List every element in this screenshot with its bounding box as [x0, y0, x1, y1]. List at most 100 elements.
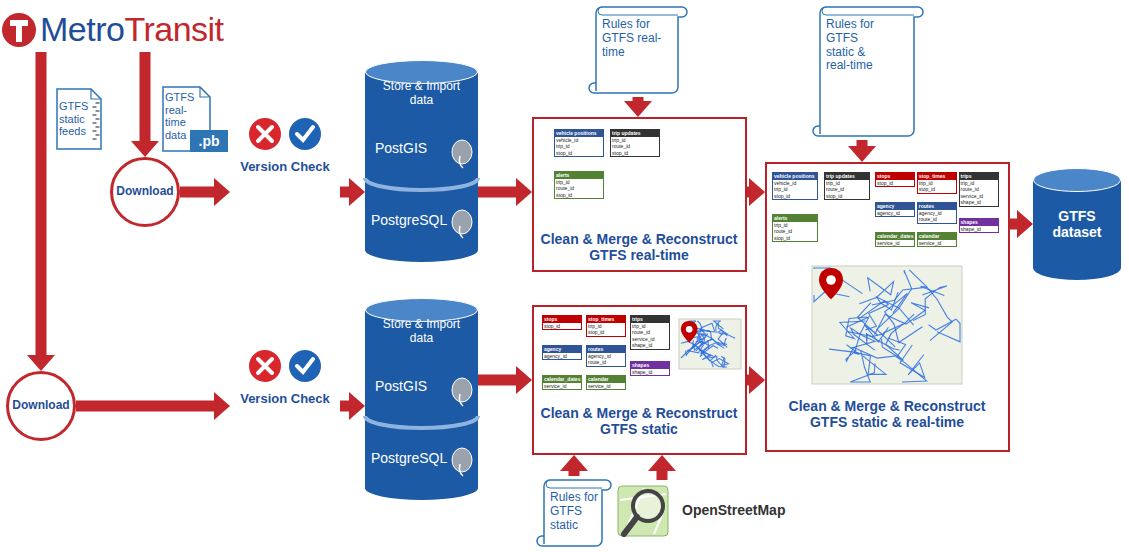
table-field: stop_id [555, 192, 603, 199]
arrow-head [214, 178, 230, 206]
arrow-shaft [747, 375, 751, 386]
node-label: Store & Import data [379, 80, 464, 108]
route-line [716, 324, 728, 335]
check-icons [230, 342, 340, 432]
arrow-shaft [340, 187, 351, 198]
text-slot: Version Check [230, 160, 340, 175]
flow-arrow [76, 392, 230, 420]
location-pin [819, 268, 843, 299]
table-field: service_id [876, 240, 914, 247]
schema-table: agencyagency_id [875, 202, 915, 217]
shape-part [1033, 180, 1121, 280]
schema-table: calendarservice_id [917, 232, 957, 247]
table-field: service_id [587, 383, 625, 390]
node-label: OpenStreetMap [682, 502, 794, 518]
text-slot: Rules for GTFS real-time [602, 18, 666, 59]
table-field: agency_id [918, 210, 956, 217]
reject-icon [248, 117, 282, 151]
schema-table: routesagency_idroute_id [917, 202, 957, 224]
table-field: shape_id [960, 226, 998, 233]
flow-arrow [560, 455, 588, 476]
schema-table: calendar_datesservice_id [875, 232, 915, 247]
table-field: service_id [543, 383, 581, 390]
table-field: stop_id [918, 186, 956, 193]
accept-icon [288, 117, 322, 151]
text-slot: PostgreSQL [371, 212, 451, 228]
flow-arrow [747, 366, 765, 394]
schema-table: trip updatestrip_idroute_idstop_id [610, 129, 660, 157]
reject-icon [258, 127, 272, 141]
text-slot: Store & Import data [379, 318, 464, 346]
arrow-head [560, 455, 588, 471]
flow-arrow [747, 178, 765, 206]
process-title: Clean & Merge & Reconstruct GTFS static [534, 405, 744, 437]
text-slot: Clean & Merge & Reconstruct GTFS static [534, 405, 744, 437]
table-field: service_id [631, 336, 669, 343]
shape-part [819, 268, 843, 299]
table-header: stops [876, 173, 914, 180]
table-field: agency_id [587, 353, 625, 360]
map-ground [679, 319, 741, 369]
schema-table: stopsstop_id [875, 172, 915, 187]
flow-arrow [340, 178, 365, 206]
schema-table: tripstrip_idroute_idservice_idshape_id [959, 172, 999, 207]
table-field: stop_id [543, 323, 581, 330]
schema-table: alertstrip_idroute_idstop_id [772, 214, 818, 242]
table-field: vehicle_id [773, 180, 817, 187]
arrow-shaft [1010, 219, 1019, 230]
table-field: agency_id [543, 353, 581, 360]
zipper-tooth [93, 122, 97, 124]
table-field: service_id [960, 193, 998, 200]
table-field: route_id [825, 186, 869, 193]
database-cylinder: Store & Import dataPostGISPostgreSQL [365, 298, 478, 500]
table-header: trip updates [825, 173, 869, 180]
schema-table: stop_timestrip_idstop_id [917, 172, 957, 194]
shape-part [91, 89, 101, 99]
arrow-head [349, 178, 365, 206]
logo-text: Transit [124, 9, 223, 49]
table-field: trip_id [918, 180, 956, 187]
database-cylinder: Store & Import dataPostGIS PostgreSQL [365, 60, 478, 262]
table-field: trip_id [555, 143, 603, 150]
table-header: routes [918, 203, 956, 210]
text-slot: PostGIS [375, 140, 451, 156]
scroll-curl [546, 480, 602, 488]
arrow-head [27, 355, 55, 371]
arrow-head [516, 366, 532, 394]
node-label: Rules for GTFS static [550, 491, 606, 532]
table-header: trip updates [611, 130, 659, 137]
node-label: PostgreSQL [371, 450, 451, 466]
node-label: PostGIS [375, 140, 451, 156]
arrow-head [749, 178, 765, 206]
text-slot: Clean & Merge & Reconstruct GTFS static … [777, 398, 997, 430]
download-circle: Download [110, 157, 180, 227]
table-header: stop_times [587, 316, 625, 323]
table-field: vehicle_id [555, 137, 603, 144]
table-field: stop_id [587, 329, 625, 336]
flow-arrow [180, 178, 230, 206]
schema-table: calendar_datesservice_id [542, 375, 582, 390]
table-field: trip_id [631, 323, 669, 330]
table-header: vehicle positions [555, 130, 603, 137]
zipper-tooth [93, 138, 97, 140]
zipper-tooth [96, 118, 100, 120]
version-check: Version Check [230, 110, 340, 200]
map-source: OpenStreetMap [614, 480, 796, 542]
scroll-curl [822, 7, 914, 15]
table-header: stops [543, 316, 581, 323]
elephant-icon [452, 140, 472, 164]
section-divider [365, 416, 478, 428]
dataset-cylinder: GTFS dataset [1033, 168, 1121, 280]
table-field: route_id [631, 329, 669, 336]
node-label: PostgreSQL [371, 212, 451, 228]
flow-arrow [848, 140, 876, 162]
logo-text: Metro [40, 9, 124, 49]
text-slot: PostgreSQL [371, 450, 451, 466]
table-field: trip_id [773, 186, 817, 193]
route-line [859, 278, 893, 304]
shape-part [365, 72, 478, 262]
text-slot: GTFS dataset [1037, 208, 1117, 240]
schema-table: stopsstop_id [542, 315, 582, 330]
schema-table: routesagency_idroute_id [586, 345, 626, 367]
